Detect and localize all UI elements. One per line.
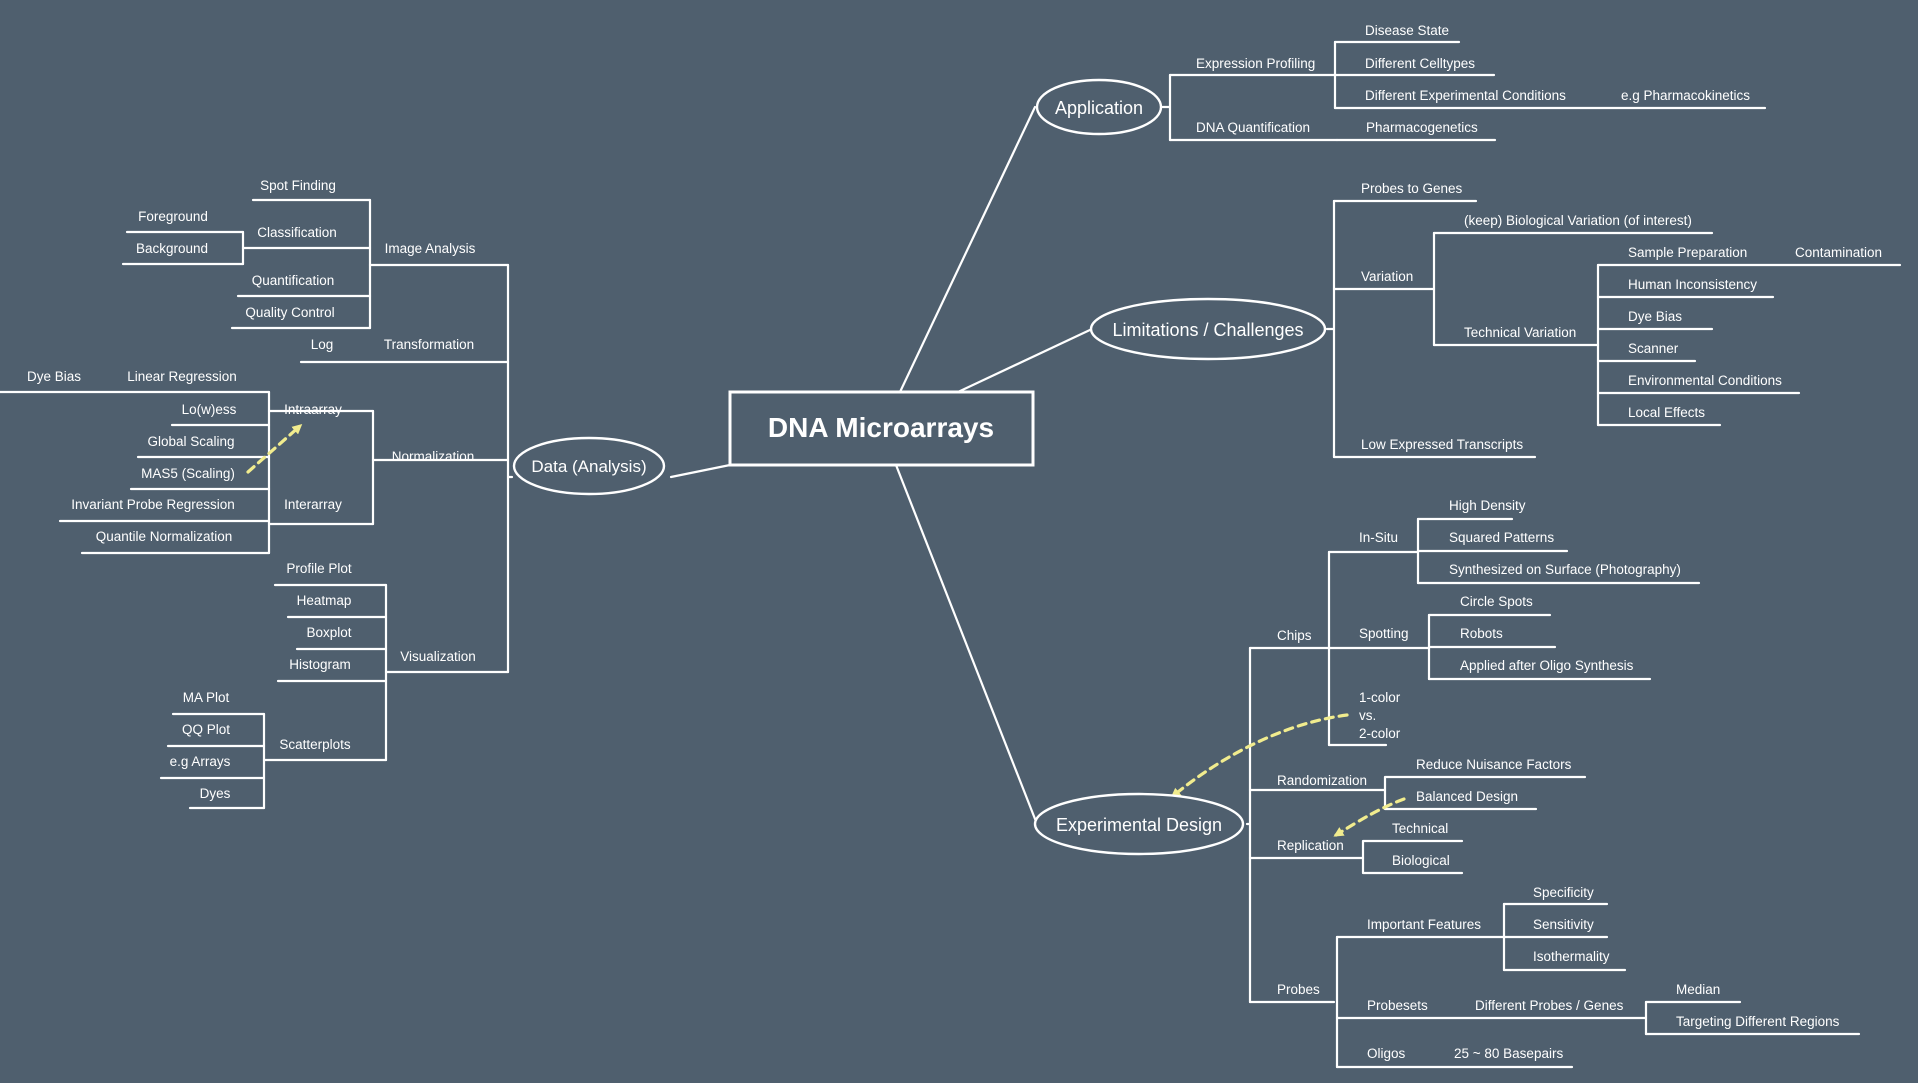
branch-data-analysis-label: Data (Analysis) xyxy=(531,457,646,476)
node-quantile-normalization[interactable]: Quantile Normalization xyxy=(96,529,233,544)
node-reduce-nuisance[interactable]: Reduce Nuisance Factors xyxy=(1416,757,1572,772)
node-background[interactable]: Background xyxy=(136,241,208,256)
node-normalization[interactable]: Normalization xyxy=(392,449,475,464)
node-intraarray[interactable]: Intraarray xyxy=(284,402,342,417)
node-in-situ[interactable]: In-Situ xyxy=(1359,530,1398,545)
node-quality-control[interactable]: Quality Control xyxy=(245,305,334,320)
node-probesets[interactable]: Probesets xyxy=(1367,998,1428,1013)
branch-application-label: Application xyxy=(1055,98,1143,118)
node-profile-plot[interactable]: Profile Plot xyxy=(286,561,352,576)
node-heatmap[interactable]: Heatmap xyxy=(297,593,352,608)
node-balanced-design[interactable]: Balanced Design xyxy=(1416,789,1518,804)
node-probes-to-genes[interactable]: Probes to Genes xyxy=(1361,181,1463,196)
node-circle-spots[interactable]: Circle Spots xyxy=(1460,594,1533,609)
node-color-line-2: vs. xyxy=(1359,708,1376,723)
relationship-arrows xyxy=(246,424,1406,837)
branch-data-analysis[interactable]: Data (Analysis) xyxy=(512,436,666,496)
branch-experimental-design[interactable]: Experimental Design xyxy=(1033,792,1245,856)
node-randomization[interactable]: Randomization xyxy=(1277,773,1367,788)
node-ma-plot[interactable]: MA Plot xyxy=(183,690,230,705)
node-different-conditions[interactable]: Different Experimental Conditions xyxy=(1365,88,1566,103)
node-dye-bias-technical[interactable]: Dye Bias xyxy=(1628,309,1682,324)
node-log[interactable]: Log xyxy=(311,337,334,352)
relation-arrow-mas5-to-intraarray xyxy=(246,424,303,474)
node-lowess[interactable]: Lo(w)ess xyxy=(182,402,237,417)
node-sensitivity[interactable]: Sensitivity xyxy=(1533,917,1594,932)
node-important-features[interactable]: Important Features xyxy=(1367,917,1481,932)
node-scanner[interactable]: Scanner xyxy=(1628,341,1679,356)
node-different-probes[interactable]: Different Probes / Genes xyxy=(1475,998,1624,1013)
node-robots[interactable]: Robots xyxy=(1460,626,1503,641)
node-color-line-3: 2-color xyxy=(1359,726,1401,741)
node-probes[interactable]: Probes xyxy=(1277,982,1320,997)
node-synthesized[interactable]: Synthesized on Surface (Photography) xyxy=(1449,562,1681,577)
node-sample-preparation[interactable]: Sample Preparation xyxy=(1628,245,1747,260)
node-visualization[interactable]: Visualization xyxy=(400,649,476,664)
node-boxplot[interactable]: Boxplot xyxy=(306,625,351,640)
node-specificity[interactable]: Specificity xyxy=(1533,885,1594,900)
node-chips[interactable]: Chips xyxy=(1277,628,1312,643)
node-mas5[interactable]: MAS5 (Scaling) xyxy=(141,466,235,481)
node-local-effects[interactable]: Local Effects xyxy=(1628,405,1705,420)
node-quantification[interactable]: Quantification xyxy=(252,273,335,288)
branch-limitations-label: Limitations / Challenges xyxy=(1112,320,1303,340)
node-high-density[interactable]: High Density xyxy=(1449,498,1526,513)
node-dyes[interactable]: Dyes xyxy=(200,786,231,801)
node-low-expressed[interactable]: Low Expressed Transcripts xyxy=(1361,437,1523,452)
node-interarray[interactable]: Interarray xyxy=(284,497,342,512)
node-labels: Expression Profiling Disease State Diffe… xyxy=(27,23,1882,1061)
node-transformation[interactable]: Transformation xyxy=(384,337,474,352)
node-classification[interactable]: Classification xyxy=(257,225,337,240)
node-histogram[interactable]: Histogram xyxy=(289,657,351,672)
node-linear-regression[interactable]: Linear Regression xyxy=(127,369,237,384)
node-technical[interactable]: Technical xyxy=(1392,821,1448,836)
node-global-scaling[interactable]: Global Scaling xyxy=(147,434,234,449)
relation-arrow-balanced-to-replication xyxy=(1333,797,1406,837)
branch-application[interactable]: Application xyxy=(1035,78,1163,136)
branch-limitations[interactable]: Limitations / Challenges xyxy=(1089,297,1327,361)
node-spotting[interactable]: Spotting xyxy=(1359,626,1409,641)
node-pharmacogenetics[interactable]: Pharmacogenetics xyxy=(1366,120,1478,135)
node-environmental-conditions[interactable]: Environmental Conditions xyxy=(1628,373,1782,388)
node-replication[interactable]: Replication xyxy=(1277,838,1344,853)
branch-experimental-design-label: Experimental Design xyxy=(1056,815,1222,835)
node-different-celltypes[interactable]: Different Celltypes xyxy=(1365,56,1475,71)
node-expression-profiling[interactable]: Expression Profiling xyxy=(1196,56,1315,71)
node-biological-variation[interactable]: (keep) Biological Variation (of interest… xyxy=(1464,213,1692,228)
node-oligo-synthesis[interactable]: Applied after Oligo Synthesis xyxy=(1460,658,1634,673)
node-color-comparison[interactable]: 1-color vs. 2-color xyxy=(1359,690,1401,741)
node-image-analysis[interactable]: Image Analysis xyxy=(385,241,476,256)
node-oligos[interactable]: Oligos xyxy=(1367,1046,1406,1061)
node-foreground[interactable]: Foreground xyxy=(138,209,208,224)
connector-lines xyxy=(0,40,1902,1069)
node-dna-quantification[interactable]: DNA Quantification xyxy=(1196,120,1310,135)
node-variation[interactable]: Variation xyxy=(1361,269,1413,284)
node-squared-patterns[interactable]: Squared Patterns xyxy=(1449,530,1554,545)
node-pharmacokinetics[interactable]: e.g Pharmacokinetics xyxy=(1621,88,1750,103)
node-disease-state[interactable]: Disease State xyxy=(1365,23,1449,38)
node-dye-bias[interactable]: Dye Bias xyxy=(27,369,81,384)
node-basepairs[interactable]: 25 ~ 80 Basepairs xyxy=(1454,1046,1563,1061)
node-scatterplots[interactable]: Scatterplots xyxy=(279,737,351,752)
node-biological[interactable]: Biological xyxy=(1392,853,1450,868)
node-qq-plot[interactable]: QQ Plot xyxy=(182,722,230,737)
node-technical-variation[interactable]: Technical Variation xyxy=(1464,325,1576,340)
node-median[interactable]: Median xyxy=(1676,982,1720,997)
node-human-inconsistency[interactable]: Human Inconsistency xyxy=(1628,277,1757,292)
node-contamination[interactable]: Contamination xyxy=(1795,245,1882,260)
node-eg-arrays[interactable]: e.g Arrays xyxy=(170,754,231,769)
node-isothermality[interactable]: Isothermality xyxy=(1533,949,1610,964)
central-topic-box xyxy=(728,390,1035,467)
central-topic[interactable]: DNA Microarrays xyxy=(728,390,1035,467)
central-topic-label: DNA Microarrays xyxy=(768,412,994,443)
node-spot-finding[interactable]: Spot Finding xyxy=(260,178,336,193)
node-targeting-regions[interactable]: Targeting Different Regions xyxy=(1676,1014,1840,1029)
node-color-line-1: 1-color xyxy=(1359,690,1401,705)
relation-arrow-color-to-design xyxy=(1170,713,1349,798)
node-invariant-probe[interactable]: Invariant Probe Regression xyxy=(71,497,235,512)
